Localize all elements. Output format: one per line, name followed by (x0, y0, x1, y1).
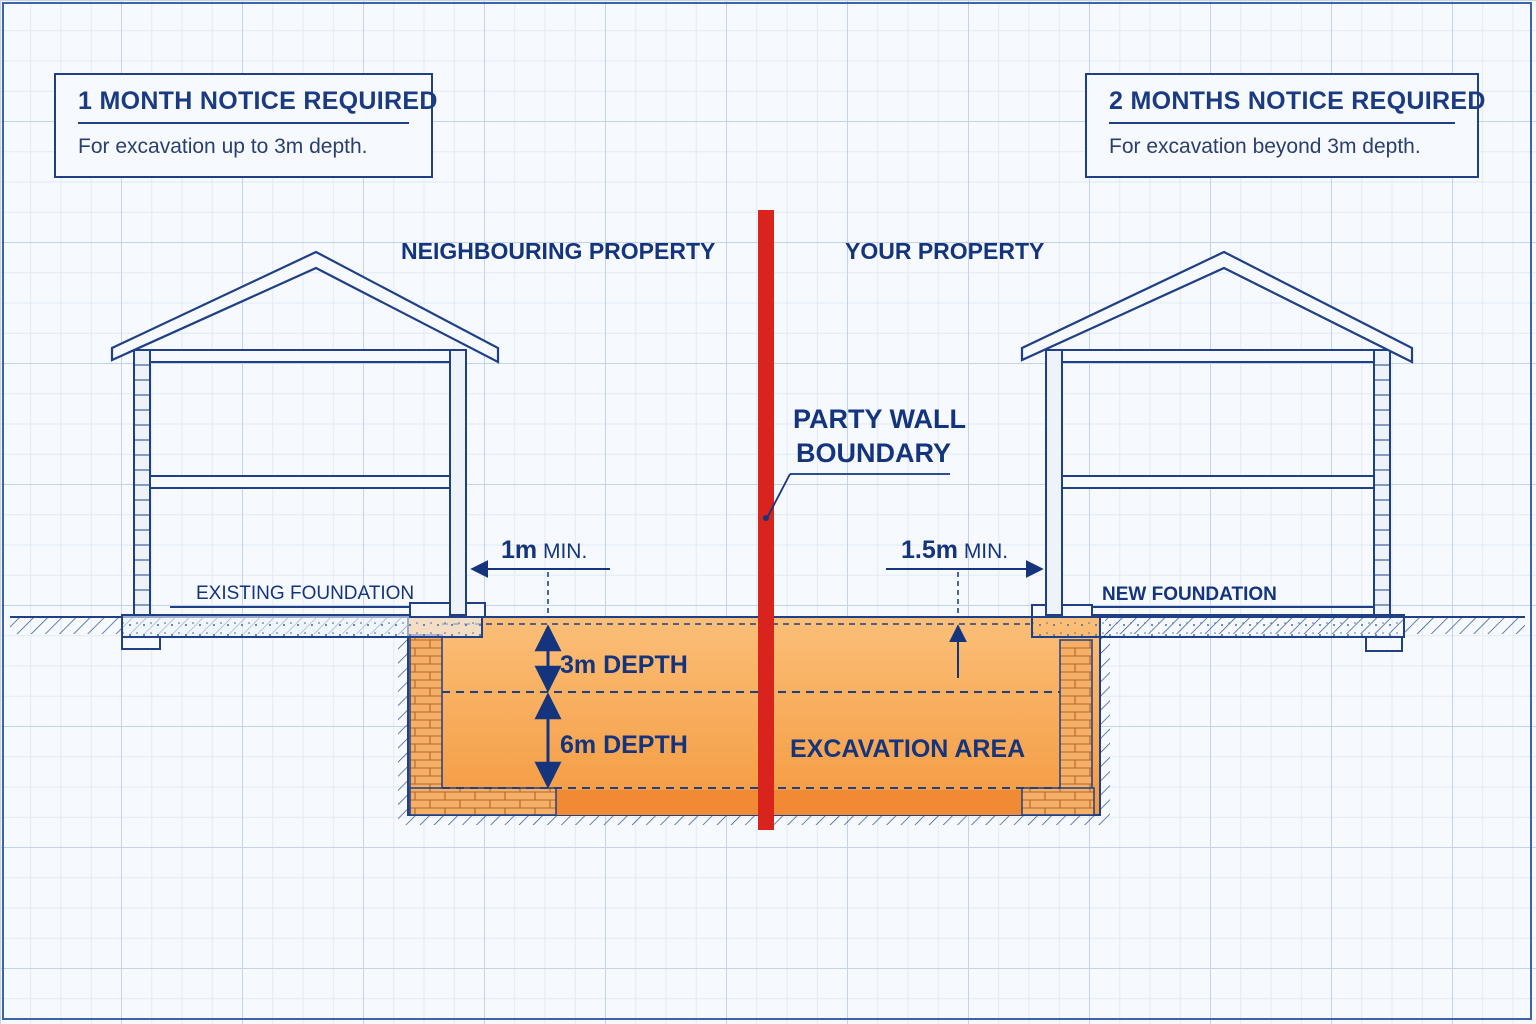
notice-title-two-months: 2 MONTHS NOTICE REQUIRED (1109, 87, 1485, 124)
notice-title-one-month: 1 MONTH NOTICE REQUIRED (78, 87, 437, 124)
notice-box-one-month: 1 MONTH NOTICE REQUIRED For excavation u… (54, 73, 437, 178)
min-left-label: 1m MIN. (501, 536, 587, 564)
notice-body-two-months: For excavation beyond 3m depth. (1109, 135, 1421, 158)
your-house (1020, 250, 1414, 652)
new-foundation-label: NEW FOUNDATION (1102, 584, 1277, 605)
notice-body-one-month: For excavation up to 3m depth. (78, 135, 368, 158)
neighbouring-property-label: NEIGHBOURING PROPERTY (401, 238, 715, 264)
notice-box-two-months: 2 MONTHS NOTICE REQUIRED For excavation … (1085, 73, 1485, 178)
depth-3m-label: 3m DEPTH (560, 651, 688, 679)
existing-foundation-label: EXISTING FOUNDATION (196, 583, 414, 604)
min-right-value: 1.5m (901, 536, 958, 564)
excavation-pit (398, 616, 1110, 825)
dimension-lines (470, 560, 1044, 789)
party-wall-label-line1: PARTY WALL (793, 404, 966, 434)
min-right-label: 1.5m MIN. (901, 536, 1008, 564)
pit-footing-left (409, 787, 557, 816)
min-left-suffix: MIN. (537, 540, 587, 563)
pit-wall-left (409, 634, 443, 816)
party-wall-label-line2: BOUNDARY (796, 438, 951, 468)
excavation-area-label: EXCAVATION AREA (790, 735, 1025, 763)
pit-footing-right (1021, 787, 1095, 816)
min-right-suffix: MIN. (958, 540, 1008, 563)
depth-6m-label: 6m DEPTH (560, 731, 688, 759)
your-property-label: YOUR PROPERTY (845, 238, 1044, 264)
min-left-value: 1m (501, 536, 537, 564)
neighbouring-house (110, 250, 500, 650)
party-wall-boundary (758, 210, 950, 830)
